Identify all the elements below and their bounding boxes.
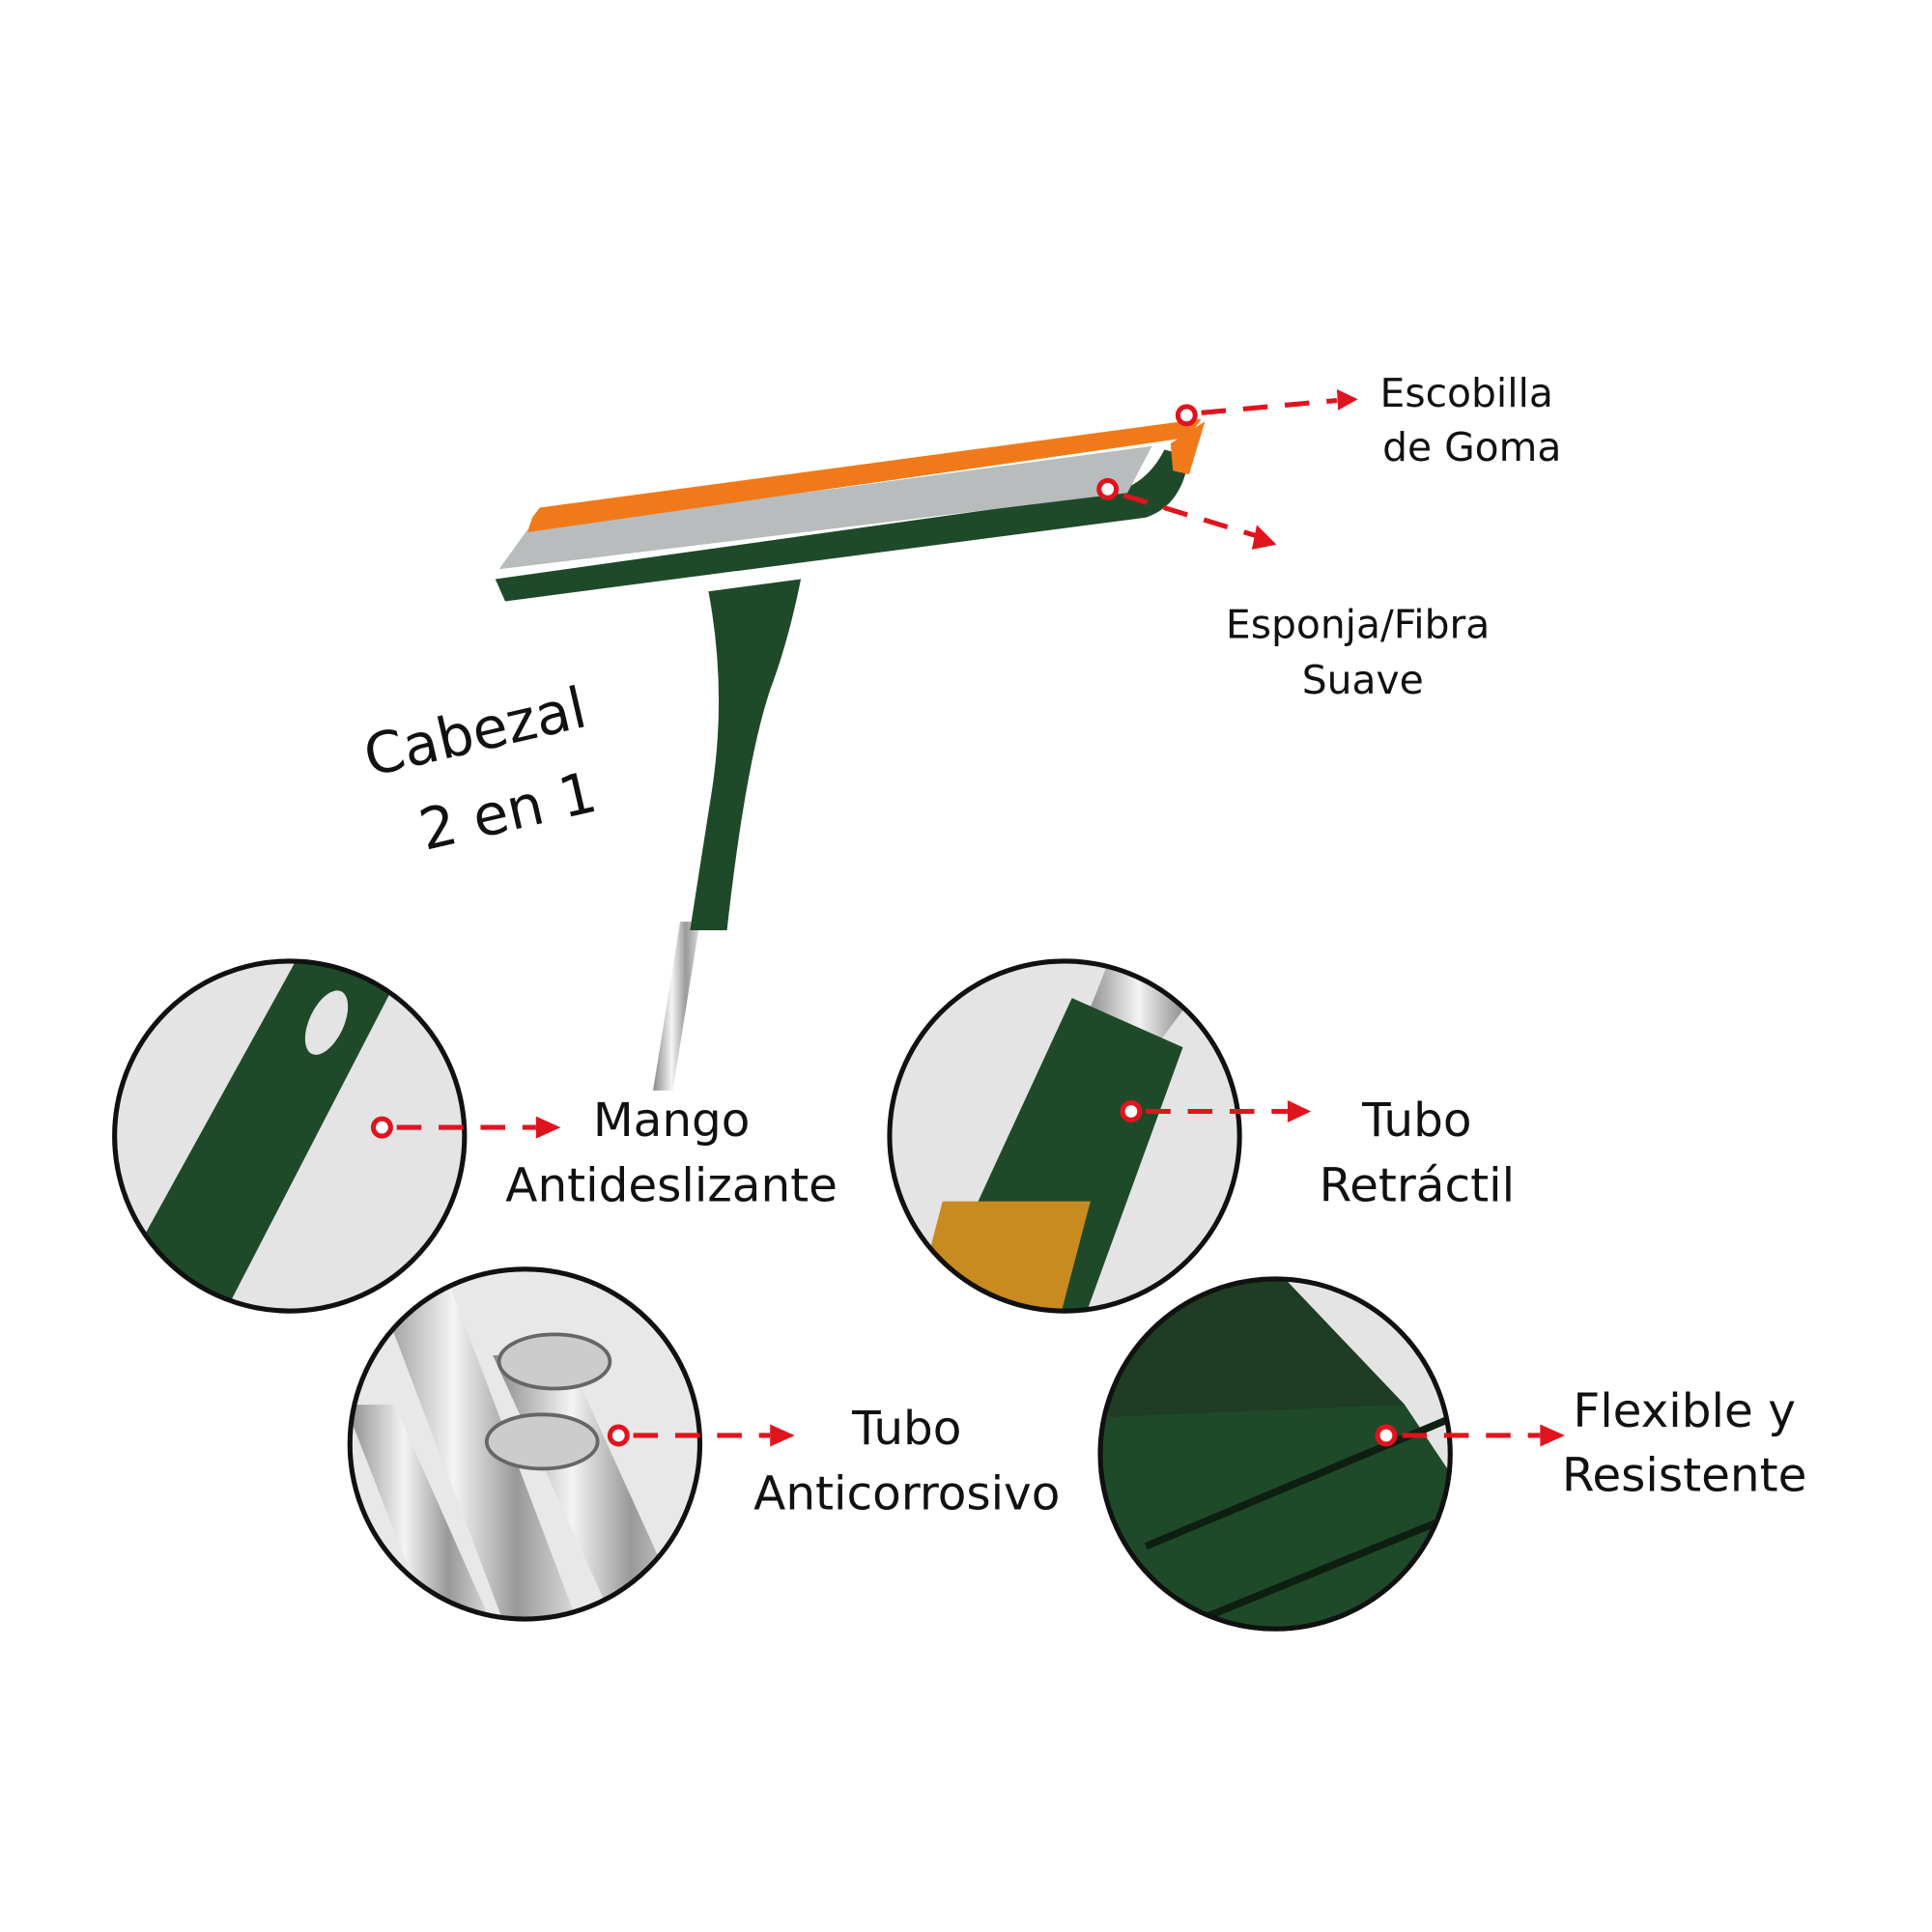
callout-mango: Mango Antideslizante [370, 1094, 838, 1213]
detail-circle-tubo-retractil [887, 958, 1242, 1314]
flexible-line1: Flexible y [1573, 1384, 1796, 1438]
mango-line2: Antideslizante [505, 1159, 838, 1213]
green-handle [690, 579, 802, 931]
blade-tip [1170, 421, 1206, 475]
esponja-line2: Suave [1302, 657, 1424, 703]
detail-circle-mango [112, 958, 468, 1314]
tubo-anticorrosivo-line2: Anticorrosivo [753, 1467, 1060, 1521]
flexible-line2: Resistente [1562, 1448, 1807, 1502]
callout-escobilla: Escobilla de Goma [1175, 370, 1561, 470]
tubo-anticorrosivo-line1: Tubo [851, 1402, 961, 1456]
callout-esponja: Esponja/Fibra Suave [1096, 477, 1490, 703]
tubo-retractil-line2: Retráctil [1320, 1159, 1515, 1213]
esponja-line1: Esponja/Fibra [1226, 602, 1490, 648]
callout-flexible: Flexible y Resistente [1375, 1384, 1807, 1502]
steel-pole [653, 922, 700, 1091]
squeegee-product [495, 418, 1206, 1091]
detail-circle-tubo-anticorrosivo [347, 1266, 703, 1622]
callout-tubo-anticorrosivo: Tubo Anticorrosivo [607, 1402, 1060, 1521]
detail-circle-flexible [1097, 1276, 1453, 1632]
mango-line1: Mango [593, 1094, 751, 1148]
tubo-retractil-line1: Tubo [1361, 1094, 1471, 1148]
escobilla-line1: Escobilla [1380, 370, 1553, 416]
escobilla-line2: de Goma [1382, 424, 1561, 470]
sponge-pad [498, 445, 1152, 570]
head-frame [495, 449, 1189, 602]
rubber-blade [526, 418, 1202, 533]
callout-tubo-retractil: Tubo Retráctil [1120, 1094, 1515, 1213]
title-line2: 2 en 1 [413, 759, 603, 864]
